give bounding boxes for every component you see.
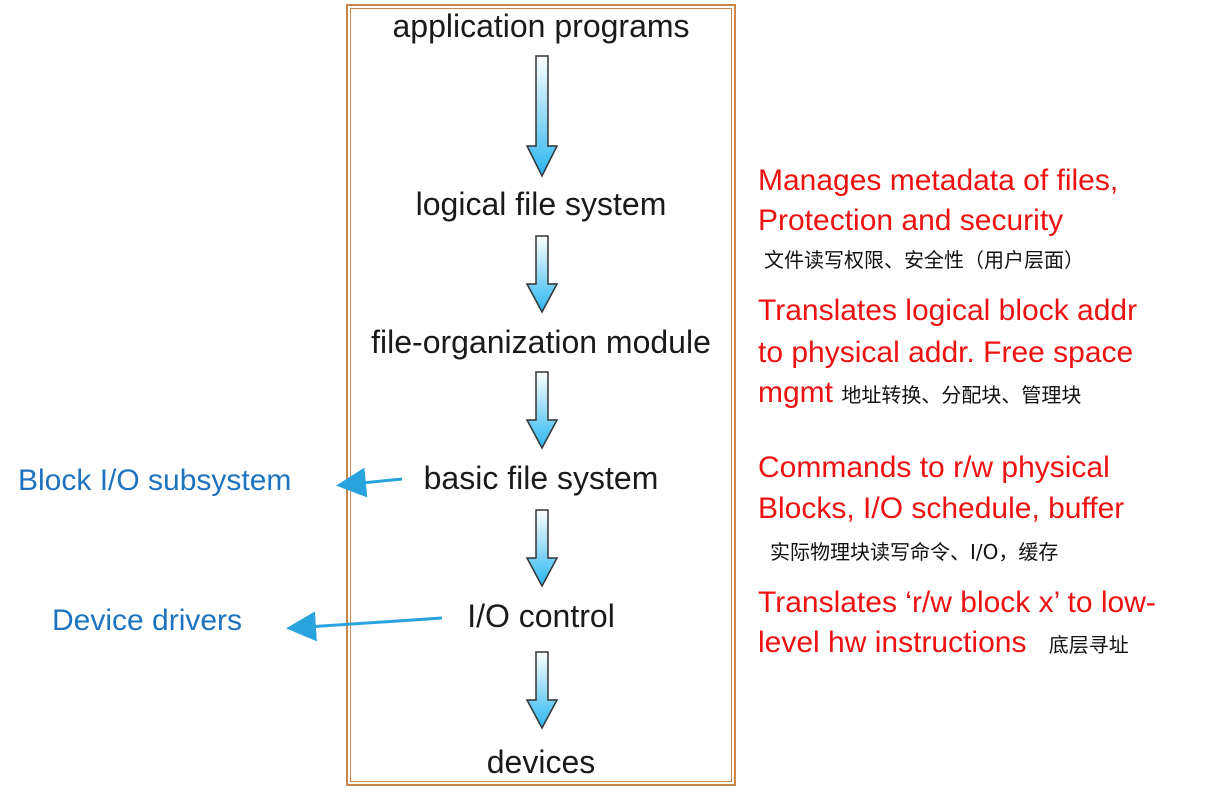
note-io-line2: level hw instructions 底层寻址 [758,622,1129,666]
down-arrow-2 [525,235,559,314]
block-io-pointer-arrow [336,467,403,498]
note-io-line2-text: level hw instructions [758,626,1027,659]
stack-frame-inner [350,8,732,782]
note-fileorg-mgmt: mgmt [758,376,833,409]
layer-file-organization-module: file-organization module [371,324,711,360]
stack-frame [346,4,736,786]
note-io-line1: Translates ‘r/w block x’ to low- [758,586,1156,619]
down-arrow-4 [525,509,559,588]
note-basic-line2: Blocks, I/O schedule, buffer [758,492,1125,525]
down-arrow-5 [525,651,559,730]
note-fileorg-cn: 地址转换、分配块、管理块 [841,383,1082,407]
layer-logical-file-system: logical file system [415,186,667,222]
down-arrow-3 [525,371,559,450]
note-logical-line2: Protection and security [758,204,1064,237]
note-io-cn: 底层寻址 [1048,633,1129,657]
note-fileorg-line3: mgmt 地址转换、分配块、管理块 [758,372,1081,416]
layer-application-programs: application programs [392,8,690,44]
device-drivers-label: Device drivers [52,604,243,637]
note-logical-line1: Manages metadata of files, [758,164,1119,197]
layer-devices: devices [486,744,596,780]
block-io-subsystem-label: Block I/O subsystem [18,464,292,497]
note-fileorg-line1: Translates logical block addr [758,294,1138,327]
layer-io-control: I/O control [467,598,615,634]
layer-basic-file-system: basic file system [423,460,659,496]
device-drivers-pointer-arrow [286,611,443,642]
note-logical-cn: 文件读写权限、安全性（用户层面） [764,248,1084,272]
note-basic-line1: Commands to r/w physical [758,451,1110,484]
note-fileorg-line2: to physical addr. Free space [758,336,1134,369]
down-arrow-1 [525,55,559,178]
note-basic-cn: 实际物理块读写命令、I/O，缓存 [770,540,1059,564]
